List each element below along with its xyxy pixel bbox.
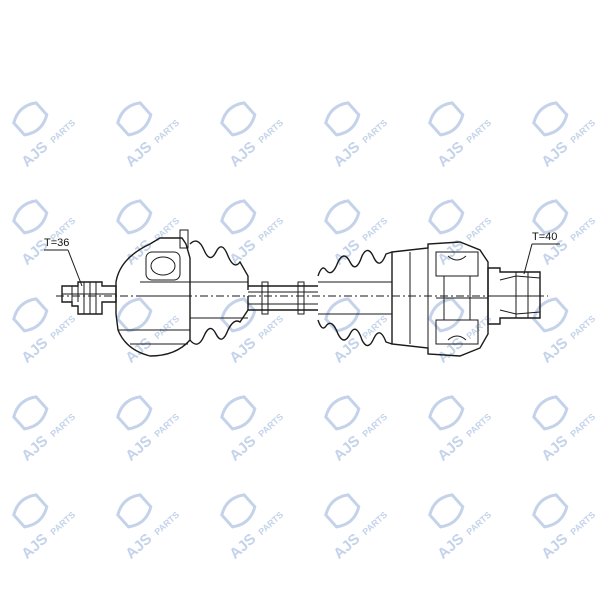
left-spline-label: T=36 — [44, 237, 69, 249]
right-spline-shaft — [487, 267, 541, 325]
left-spline-callout: T=36 — [44, 237, 83, 287]
right-spline-callout: T=40 — [523, 231, 560, 275]
inner-boot — [317, 249, 393, 347]
left-spline-shaft — [61, 281, 117, 315]
outer-boot — [189, 240, 249, 345]
right-spline-label: T=40 — [532, 231, 557, 243]
outer-cv-joint — [115, 229, 191, 357]
main-shaft — [248, 281, 318, 315]
inner-cv-joint — [391, 241, 489, 357]
